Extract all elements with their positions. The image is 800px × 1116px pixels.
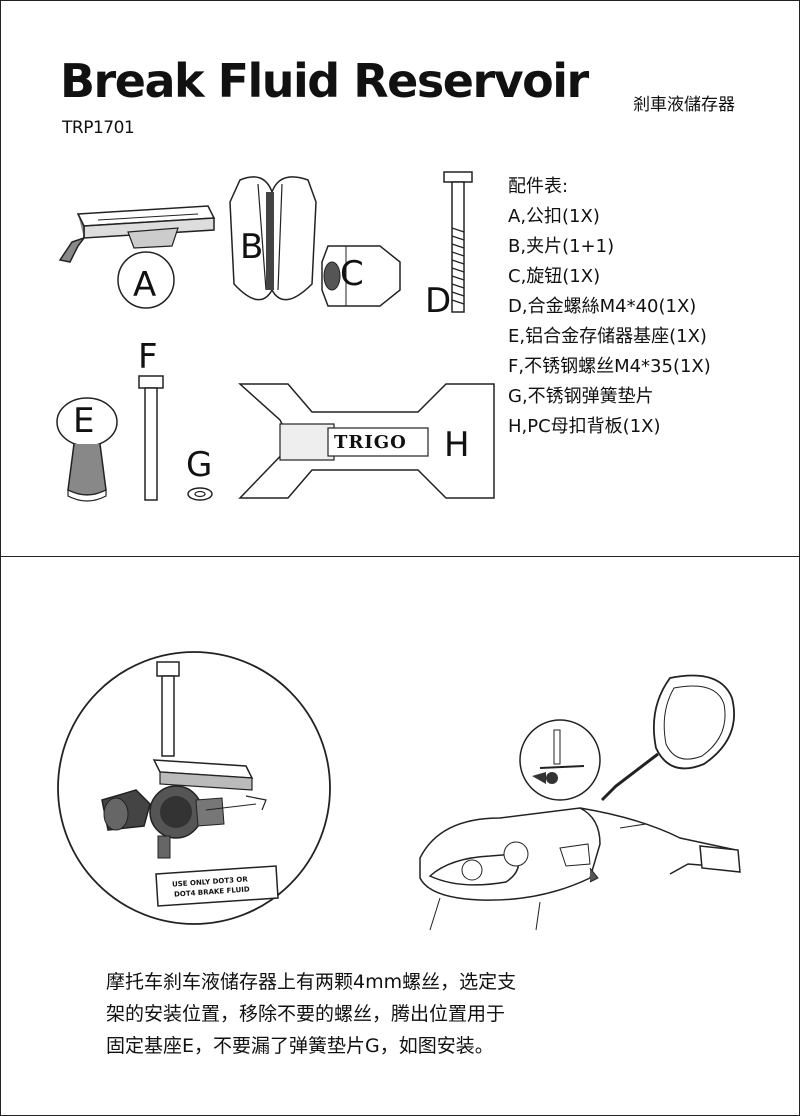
part-h-illustration xyxy=(238,383,495,499)
scooter-illustration xyxy=(419,674,741,931)
detail-circle-illustration xyxy=(57,651,331,925)
instruction-line-2: 架的安装位置，移除不要的螺丝，腾出位置用于 xyxy=(106,1003,506,1025)
backplate-brand-label: TRIGO xyxy=(334,432,407,453)
part-d-letter: D xyxy=(425,281,452,321)
parts-list-item-a: A,公扣(1X) xyxy=(508,206,600,227)
parts-list-item-g: G,不锈钢弹簧垫片 xyxy=(508,386,654,407)
part-f-letter: F xyxy=(138,337,158,377)
section-divider xyxy=(0,556,800,557)
part-h-letter: H xyxy=(444,425,470,465)
page-title-cn: 剎車液儲存器 xyxy=(633,95,735,115)
part-d-illustration xyxy=(443,171,473,313)
part-a-ball xyxy=(117,251,175,309)
part-g-illustration xyxy=(187,487,213,501)
part-c-illustration xyxy=(321,245,401,307)
instruction-line-3: 固定基座E，不要漏了弹簧垫片G，如图安装。 xyxy=(106,1035,494,1057)
part-a-illustration xyxy=(58,205,216,263)
part-a-letter: A xyxy=(133,265,157,305)
part-c-letter: C xyxy=(340,254,364,294)
parts-list-item-f: F,不锈钢螺丝M4*35(1X) xyxy=(508,356,711,377)
model-number: TRP1701 xyxy=(62,118,135,138)
page-title: Break Fluid Reservoir xyxy=(60,54,589,108)
part-f-illustration xyxy=(138,375,164,501)
part-b-illustration xyxy=(229,176,317,301)
parts-list-item-h: H,PC母扣背板(1X) xyxy=(508,416,661,437)
part-b-letter: B xyxy=(240,227,264,267)
parts-list-heading: 配件表: xyxy=(508,176,569,197)
installation-instructions: 摩托车刹车液储存器上有两颗4mm螺丝，选定支 架的安装位置，移除不要的螺丝，腾出… xyxy=(106,966,666,1062)
part-e-letter: E xyxy=(73,401,95,441)
part-e-illustration xyxy=(56,397,118,502)
parts-list-item-b: B,夹片(1+1) xyxy=(508,236,615,257)
part-g-letter: G xyxy=(186,445,213,485)
parts-list-item-e: E,铝合金存储器基座(1X) xyxy=(508,326,707,347)
parts-list: 配件表: A,公扣(1X) B,夹片(1+1) C,旋钮(1X) D,合金螺絲M… xyxy=(508,172,711,442)
instruction-line-1: 摩托车刹车液储存器上有两颗4mm螺丝，选定支 xyxy=(106,971,517,993)
parts-list-item-d: D,合金螺絲M4*40(1X) xyxy=(508,296,697,317)
parts-list-item-c: C,旋钮(1X) xyxy=(508,266,601,287)
